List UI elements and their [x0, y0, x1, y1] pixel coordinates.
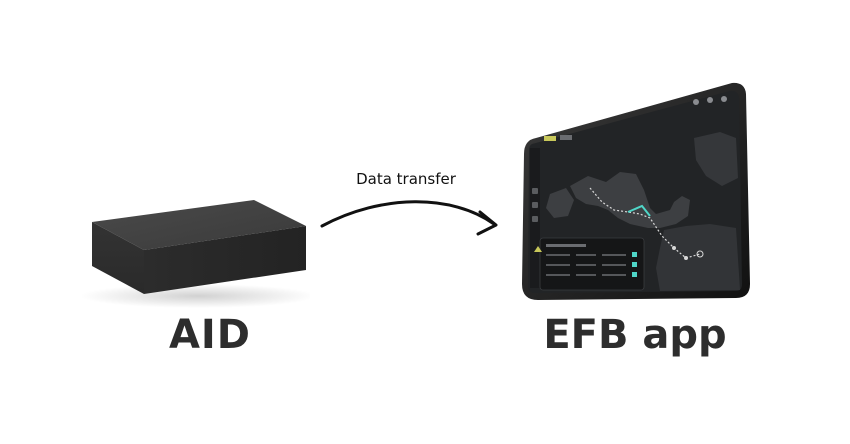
aid-device-box [78, 192, 316, 312]
aid-box-graphic [80, 200, 316, 308]
data-transfer-label: Data transfer [356, 170, 456, 188]
arrow-graphic [320, 200, 498, 236]
efb-app-label: EFB app [543, 312, 727, 358]
aid-label: AID [168, 312, 252, 358]
tablet-graphic [522, 82, 750, 300]
efb-tablet [510, 78, 760, 308]
map-land [546, 132, 740, 291]
transfer-arrow [312, 196, 512, 246]
